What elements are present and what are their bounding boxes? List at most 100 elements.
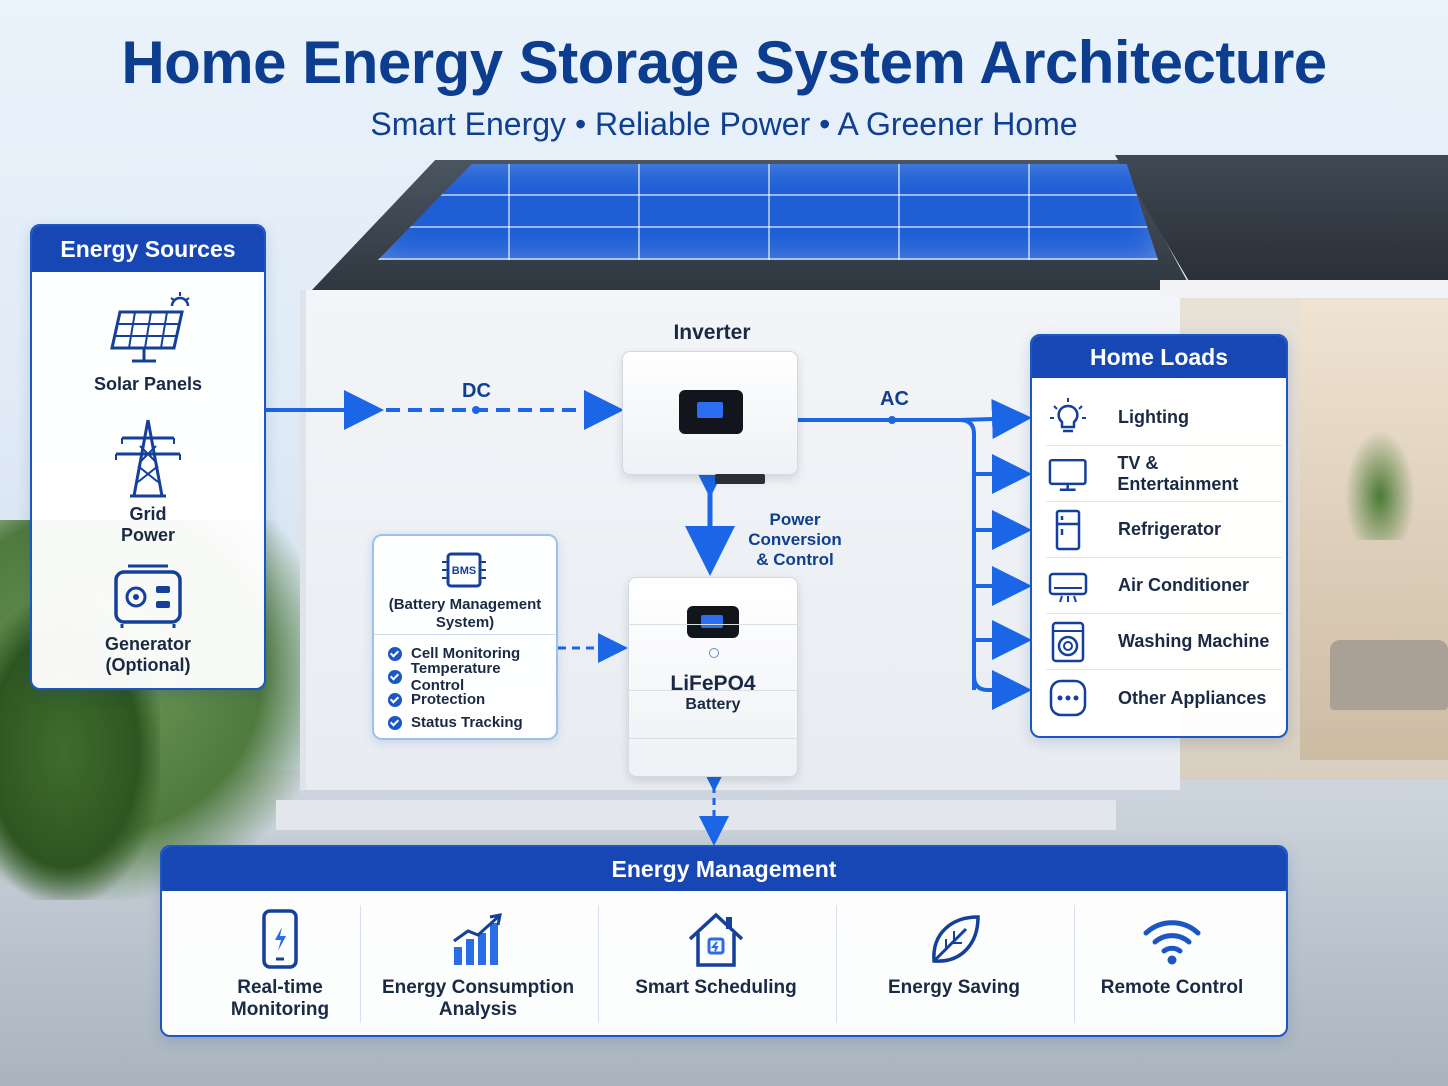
smart-home-icon bbox=[688, 912, 744, 967]
washing-machine-icon bbox=[1051, 621, 1085, 662]
load-item: Washing Machine bbox=[1046, 614, 1282, 670]
conversion-line-1: Power Conversion bbox=[748, 510, 842, 549]
management-label: Remote Control bbox=[1054, 977, 1286, 999]
management-item: Energy Consumption Analysis bbox=[360, 891, 596, 1035]
conversion-line-2: & Control bbox=[756, 550, 834, 569]
bms-feature-label: Protection bbox=[411, 691, 486, 708]
source-generator-label: Generator (Optional) bbox=[32, 634, 264, 676]
management-label-line: Energy Consumption bbox=[381, 977, 575, 998]
bms-feature: Temperature Control bbox=[388, 660, 556, 694]
management-label: Real-time Monitoring bbox=[162, 977, 398, 1021]
dc-label: DC bbox=[462, 380, 491, 402]
bms-chip-text: BMS bbox=[452, 565, 476, 577]
load-item: TV & Entertainment bbox=[1046, 446, 1282, 502]
battery-type: Battery bbox=[685, 696, 741, 713]
energy-management-panel: Energy Management Real-time Monitoring E… bbox=[160, 845, 1288, 1037]
energy-sources-heading: Energy Sources bbox=[32, 226, 264, 272]
battery-name: LiFePO4 bbox=[670, 672, 756, 695]
bms-feature-label: Status Tracking bbox=[411, 714, 523, 731]
management-label-line: Energy Saving bbox=[888, 977, 1020, 998]
ac-branch-other bbox=[972, 670, 1032, 710]
porch-step bbox=[276, 800, 1116, 830]
roof-fascia bbox=[1160, 280, 1448, 298]
management-label-line: Smart Scheduling bbox=[635, 977, 797, 998]
load-item: Other Appliances bbox=[1046, 670, 1282, 726]
bms-feature-label: Cell Monitoring bbox=[411, 645, 521, 662]
bms-feature: Cell Monitoring bbox=[388, 642, 556, 665]
bms-feature-label: Temperature Control bbox=[410, 659, 501, 694]
load-label: Washing Machine bbox=[1118, 631, 1270, 651]
load-label: Air Conditioner bbox=[1118, 575, 1249, 595]
management-item: Real-time Monitoring bbox=[162, 891, 398, 1035]
bms-feature: Status Tracking bbox=[388, 711, 556, 734]
bms-panel: BMS (Battery Management System) Cell Mon… bbox=[372, 534, 558, 740]
source-solar-line-1: Solar Panels bbox=[93, 374, 203, 394]
bms-chip-icon: BMS bbox=[442, 552, 486, 588]
bms-title-line-1: (Battery Management bbox=[388, 596, 542, 613]
management-item: Energy Saving bbox=[836, 891, 1072, 1035]
rooftop-solar-array bbox=[378, 164, 1158, 260]
ac-label: AC bbox=[880, 388, 909, 410]
generator-icon bbox=[114, 564, 182, 628]
wifi-icon bbox=[1143, 920, 1201, 965]
source-generator-line-1: Generator bbox=[104, 634, 192, 654]
management-label-line: Remote Control bbox=[1100, 977, 1244, 998]
check-icon bbox=[388, 646, 402, 661]
source-grid-line-1: Grid bbox=[129, 504, 167, 524]
management-item: Remote Control bbox=[1054, 891, 1286, 1035]
home-loads-heading: Home Loads bbox=[1032, 336, 1286, 378]
load-label: TV & Entertainment bbox=[1117, 452, 1239, 494]
source-grid-label: Grid Power bbox=[32, 504, 264, 546]
inverter-label: Inverter bbox=[673, 321, 751, 344]
power-tower-icon bbox=[115, 419, 181, 498]
battery-screen bbox=[687, 606, 739, 638]
sofa bbox=[1330, 640, 1448, 710]
load-item: Lighting bbox=[1046, 390, 1282, 446]
bms-title-line-2: System) bbox=[435, 614, 495, 631]
air-conditioner-icon bbox=[1048, 572, 1088, 602]
load-item: Air Conditioner bbox=[1046, 558, 1282, 614]
check-icon bbox=[388, 692, 402, 707]
inverter-screen bbox=[679, 390, 743, 434]
source-generator-line-2: (Optional) bbox=[105, 655, 191, 675]
management-label: Energy Consumption Analysis bbox=[360, 977, 596, 1021]
source-grid-line-2: Power bbox=[120, 525, 176, 545]
source-solar-label: Solar Panels bbox=[32, 374, 264, 395]
power-button-icon[interactable] bbox=[709, 648, 719, 658]
page-title: Home Energy Storage System Architecture bbox=[121, 29, 1327, 96]
management-item: Smart Scheduling bbox=[598, 891, 834, 1035]
indoor-plant bbox=[1345, 430, 1415, 540]
load-item: Refrigerator bbox=[1046, 502, 1282, 558]
bar-chart-icon bbox=[453, 913, 502, 965]
ac-node bbox=[888, 416, 896, 424]
page-subtitle: Smart Energy • Reliable Power • A Greene… bbox=[370, 106, 1078, 142]
check-icon bbox=[388, 669, 402, 684]
bms-title: (Battery Management System) bbox=[374, 596, 556, 632]
management-label: Energy Saving bbox=[836, 977, 1072, 999]
load-label: Refrigerator bbox=[1118, 519, 1222, 539]
management-label-line: Analysis bbox=[438, 999, 518, 1020]
tv-icon bbox=[1048, 458, 1087, 491]
leaf-icon bbox=[932, 915, 980, 963]
bms-feature: Protection bbox=[388, 688, 556, 711]
ac-branch-lighting bbox=[959, 399, 1032, 439]
conversion-label: Power Conversion & Control bbox=[722, 510, 868, 570]
refrigerator-icon bbox=[1055, 509, 1081, 550]
load-label: Lighting bbox=[1118, 407, 1189, 427]
smartphone-icon bbox=[262, 909, 298, 969]
more-icon bbox=[1049, 679, 1087, 717]
management-label-line: Real-time bbox=[237, 977, 323, 998]
management-label-line: Monitoring bbox=[230, 999, 330, 1020]
energy-sources-panel: Energy Sources Solar Panels Grid Power bbox=[30, 224, 266, 690]
battery-device: LiFePO4 Battery bbox=[628, 577, 798, 777]
inverter-device bbox=[622, 351, 798, 484]
bms-feature-list: Cell Monitoring Temperature Control Prot… bbox=[388, 642, 556, 734]
solar-panel-icon bbox=[110, 292, 190, 363]
inverter-ports bbox=[715, 474, 765, 484]
management-label: Smart Scheduling bbox=[598, 977, 834, 999]
home-loads-panel: Home Loads Lighting TV & Entertainment R… bbox=[1030, 334, 1288, 738]
check-icon bbox=[388, 715, 402, 730]
load-label: Other Appliances bbox=[1118, 687, 1267, 708]
energy-management-heading: Energy Management bbox=[162, 847, 1286, 891]
